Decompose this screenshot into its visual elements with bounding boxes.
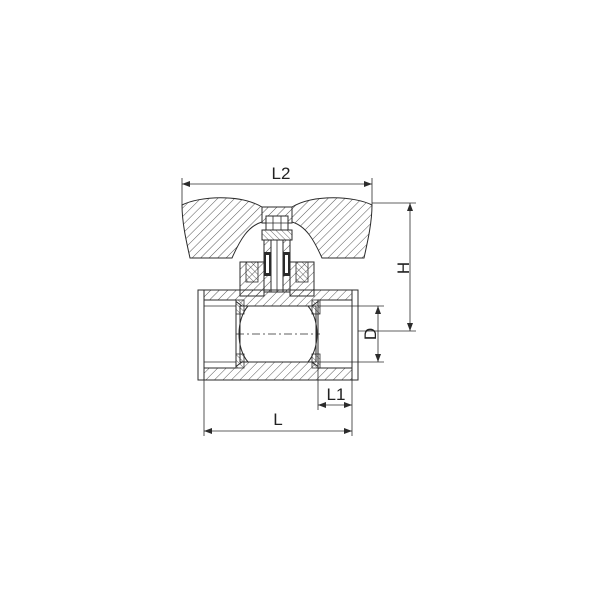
- dimension-label-d: D: [361, 328, 380, 340]
- dimension-label-l1: L1: [327, 385, 346, 404]
- stem-nut: [261, 215, 293, 241]
- dimension-label-l: L: [273, 410, 282, 429]
- dimension-d: D: [352, 305, 384, 363]
- butterfly-handle: [181, 197, 373, 259]
- dimension-l: L: [203, 380, 353, 436]
- ball-seats: [235, 299, 321, 369]
- dimension-l1: L1: [317, 368, 353, 410]
- dimension-l2: L2: [181, 164, 373, 205]
- valve-stem: [263, 239, 291, 293]
- dimension-h: H: [358, 202, 416, 332]
- valve-ball: [236, 305, 320, 363]
- dimension-label-l2: L2: [272, 164, 291, 183]
- dimension-label-h: H: [394, 262, 413, 274]
